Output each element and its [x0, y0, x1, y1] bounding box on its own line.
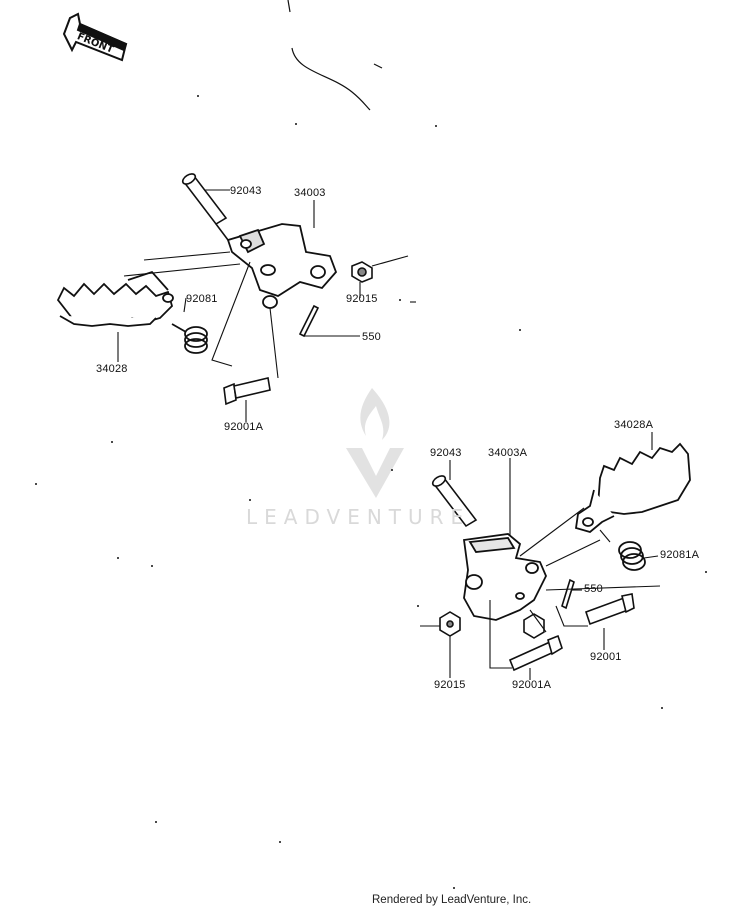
front-arrow: [62, 12, 128, 62]
right-bracket-part: [462, 533, 547, 621]
left-peg-part: [56, 270, 174, 327]
leadventure-logo: [346, 388, 404, 498]
label-right-nut: 92015: [434, 679, 466, 691]
stray-marks: [287, 0, 383, 111]
left-spring-part: [171, 323, 208, 354]
right-cotter-part: [561, 578, 575, 610]
label-left-peg: 34028: [96, 363, 128, 375]
label-left-spring: 92081: [186, 293, 218, 305]
label-right-peg: 34028A: [614, 419, 654, 431]
label-right-spring: 92081A: [660, 549, 700, 561]
footer-credit: Rendered by LeadVenture, Inc.: [372, 894, 532, 906]
label-right-cotter: 550: [584, 583, 603, 595]
label-right-bolt2: 92001A: [512, 679, 552, 691]
label-left-cotter: 550: [362, 331, 381, 343]
noise-dots: [35, 95, 707, 889]
right-spring-part: [618, 541, 646, 571]
label-left-pin: 92043: [230, 185, 262, 197]
label-left-nut: 92015: [346, 293, 378, 305]
left-pin-part: [181, 173, 229, 241]
label-right-bracket: 34003A: [488, 447, 528, 459]
right-peg-part: [574, 442, 691, 533]
label-right-bolt: 92001: [590, 651, 622, 663]
right-bolt-part: [584, 593, 635, 626]
left-bracket-part: [226, 223, 338, 309]
right-pin-part: [431, 475, 478, 528]
left-nut-part: [351, 261, 373, 283]
left-leader-lines: [117, 189, 416, 422]
label-right-pin: 92043: [430, 447, 462, 459]
label-left-bolt: 92001A: [224, 421, 264, 433]
watermark-text: LEADVENTURE: [246, 505, 471, 529]
left-bolt-part: [223, 377, 271, 406]
label-left-bracket: 34003: [294, 187, 326, 199]
right-nut-part: [439, 611, 545, 639]
right-bolt2-part: [508, 634, 563, 672]
right-leader-lines: [420, 432, 661, 680]
left-cotter-part: [298, 304, 320, 338]
